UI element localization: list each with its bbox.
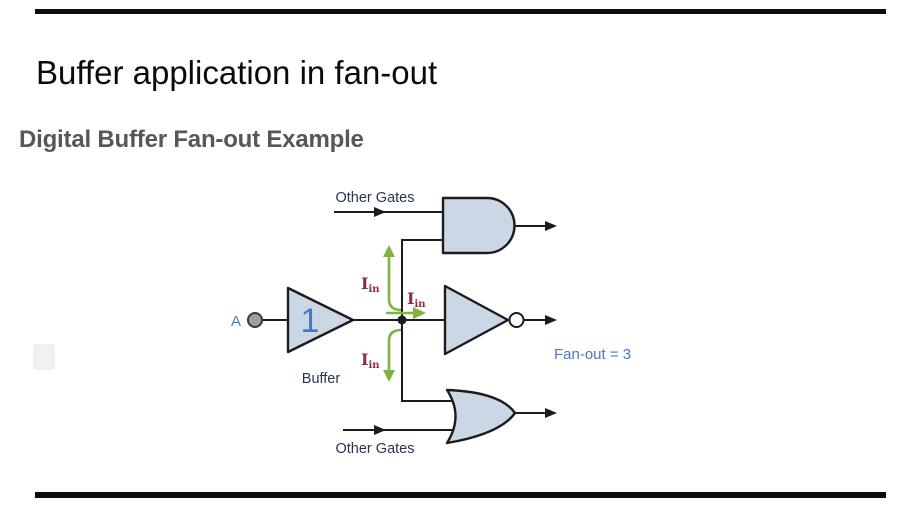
input-a-label: A bbox=[231, 313, 241, 330]
inverter-bubble-icon bbox=[508, 312, 525, 328]
current-down-arrowhead-icon bbox=[383, 370, 395, 382]
and-gate-icon bbox=[441, 196, 516, 255]
top-letterbox-bar bbox=[35, 9, 886, 14]
fanout-value-label: Fan-out = 3 bbox=[554, 346, 631, 363]
or-gate-icon bbox=[445, 388, 517, 445]
branch-down-wire bbox=[401, 320, 458, 402]
arrowhead-top-input bbox=[374, 207, 386, 217]
current-label-middle: Iin bbox=[407, 289, 426, 310]
page-subtitle: Digital Buffer Fan-out Example bbox=[19, 126, 364, 153]
current-label-bottom: Iin bbox=[361, 350, 380, 371]
current-down-arrow bbox=[387, 328, 402, 371]
junction-dot-icon bbox=[397, 315, 407, 325]
other-gates-bottom-label: Other Gates bbox=[336, 441, 415, 457]
arrowhead-and-output bbox=[545, 221, 557, 231]
current-up-arrow bbox=[387, 256, 402, 312]
current-up-arrowhead-icon bbox=[383, 245, 395, 257]
branch-up-wire bbox=[401, 239, 443, 321]
page-title: Buffer application in fan-out bbox=[36, 54, 438, 91]
current-right-arrowhead-icon bbox=[413, 307, 426, 319]
bottom-letterbox-bar bbox=[35, 492, 886, 498]
faint-watermark bbox=[33, 344, 55, 370]
arrowhead-bottom-input bbox=[374, 425, 386, 435]
current-arrows bbox=[383, 245, 426, 382]
other-gates-top-label: Other Gates bbox=[336, 190, 415, 206]
buffer-gate-icon bbox=[286, 286, 355, 354]
gates bbox=[247, 196, 525, 445]
not-gate-icon bbox=[443, 284, 510, 356]
buffer-caption-label: Buffer bbox=[302, 371, 341, 387]
arrowhead-not-output bbox=[545, 315, 557, 325]
current-label-top: Iin bbox=[361, 274, 380, 295]
arrowhead-or-output bbox=[545, 408, 557, 418]
input-terminal-icon bbox=[247, 312, 263, 328]
buffer-number-label: 1 bbox=[301, 302, 320, 340]
labels: Other Gates Other Gates Buffer A 1 Fan-o… bbox=[231, 190, 631, 457]
